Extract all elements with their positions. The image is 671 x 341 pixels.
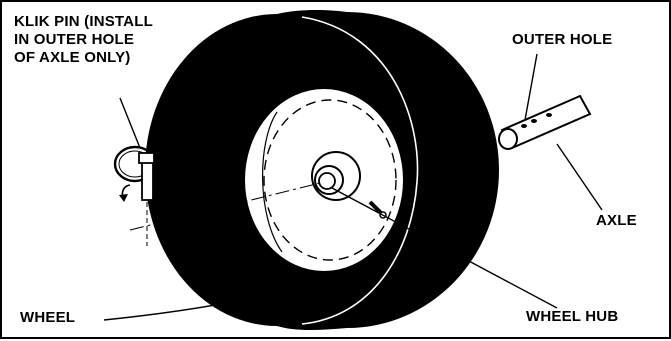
klik-pin (113, 145, 157, 246)
leader-klik-pin (119, 97, 141, 149)
axle-label: AXLE (596, 212, 637, 229)
leader-axle (556, 143, 603, 211)
klik-pin-label: KLIK PIN (INSTALL IN OUTER HOLE OF AXLE … (14, 13, 153, 67)
outer-hole-label: OUTER HOLE (512, 31, 613, 48)
wheel-label: WHEEL (20, 309, 76, 326)
klik-pin-label-line1: KLIK PIN (INSTALL (14, 13, 153, 30)
tire-edge-line (301, 16, 419, 325)
klik-pin-label-line3: OF AXLE ONLY) (14, 49, 131, 66)
leader-wheel (103, 295, 261, 321)
klik-pin-label-line2: IN OUTER HOLE (14, 31, 135, 48)
rim-inner-curve (261, 111, 283, 253)
wheel-hub-bore-inner (318, 172, 336, 190)
leader-wheel-hub (331, 187, 558, 309)
leader-outer-hole (524, 53, 538, 121)
wheel-hub-label: WHEEL HUB (526, 308, 619, 325)
axle (498, 94, 592, 150)
pin-centerline (129, 181, 325, 231)
rim-dashed-contour (263, 99, 397, 261)
